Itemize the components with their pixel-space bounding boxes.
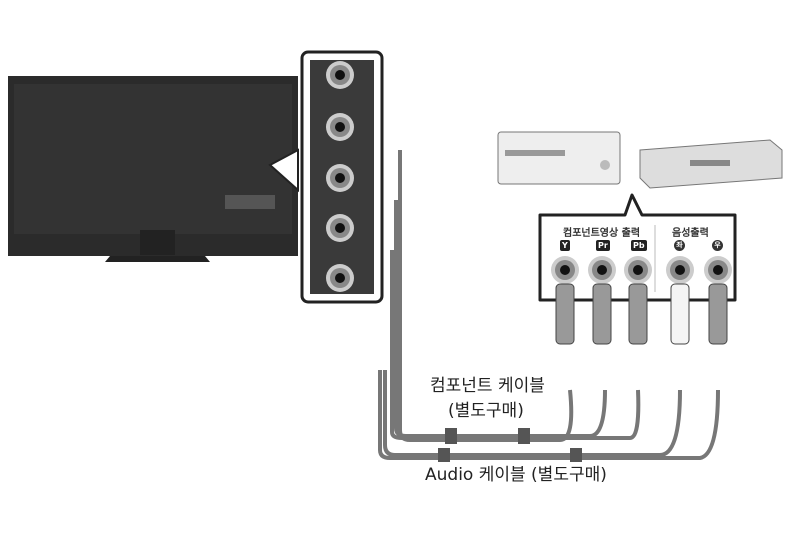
source-jack-3 xyxy=(624,256,652,345)
jack-label-pb: Pb xyxy=(631,240,647,251)
source-jack-4 xyxy=(666,256,694,345)
source-output-panel xyxy=(538,193,737,345)
tv-jack-2 xyxy=(326,113,354,141)
component-cable-note: (별도구매) xyxy=(448,401,524,421)
tv-jack-panel xyxy=(300,50,384,304)
dvd-player xyxy=(497,131,621,185)
jack-label-left: 좌 xyxy=(674,240,685,251)
settop-box xyxy=(639,139,783,189)
tv-jack-5 xyxy=(326,264,354,292)
audio-cable-label: Audio 케이블 (별도구매) xyxy=(425,465,607,485)
source-jack-1 xyxy=(551,256,579,345)
tv-jack-3 xyxy=(326,164,354,192)
audio-output-header: 음성출력 xyxy=(672,228,709,239)
component-output-header: 컴포넌트영상 출력 xyxy=(563,228,641,239)
jack-label-pr: Pr xyxy=(596,240,610,251)
tv-rear xyxy=(8,76,299,262)
source-jack-5 xyxy=(704,256,732,345)
component-cable-label: 컴포넌트 케이블 xyxy=(430,376,545,396)
source-jack-2 xyxy=(588,256,616,345)
tv-jack-4 xyxy=(326,214,354,242)
jack-label-y: Y xyxy=(560,240,570,251)
cables xyxy=(378,150,720,462)
jack-label-right: 우 xyxy=(712,240,723,251)
tv-jack-1 xyxy=(326,61,354,89)
